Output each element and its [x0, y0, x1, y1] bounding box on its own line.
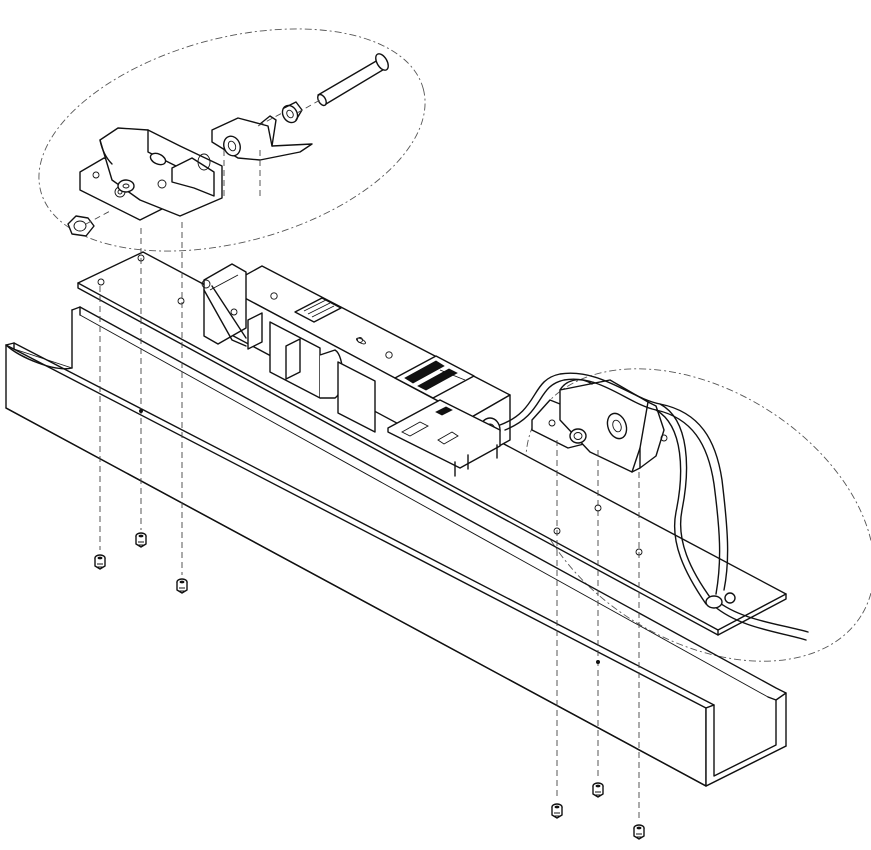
channel-hole — [596, 660, 601, 665]
channel-hole — [138, 408, 143, 413]
top-left-hinge-bracket — [79, 127, 223, 221]
lock-nut — [67, 215, 95, 237]
u-channel-housing — [5, 306, 787, 787]
solenoid-actuator-unit — [201, 263, 511, 477]
bushing — [281, 101, 303, 124]
screw-left-2 — [135, 532, 147, 548]
screw-right-1 — [551, 803, 563, 819]
assembly-center-lines — [85, 99, 640, 822]
screw-left-3 — [176, 578, 188, 594]
top-left-detail-callout — [38, 28, 426, 252]
lead-wires — [499, 372, 809, 641]
screw-right-3 — [633, 824, 645, 840]
right-hinge-bracket — [531, 379, 668, 473]
latch-plate — [211, 115, 313, 161]
plate-hole — [177, 297, 185, 305]
plate-hole — [97, 278, 105, 286]
screw-right-2 — [592, 782, 604, 798]
screw-left-1 — [94, 554, 106, 570]
hinge-pin — [317, 53, 389, 107]
